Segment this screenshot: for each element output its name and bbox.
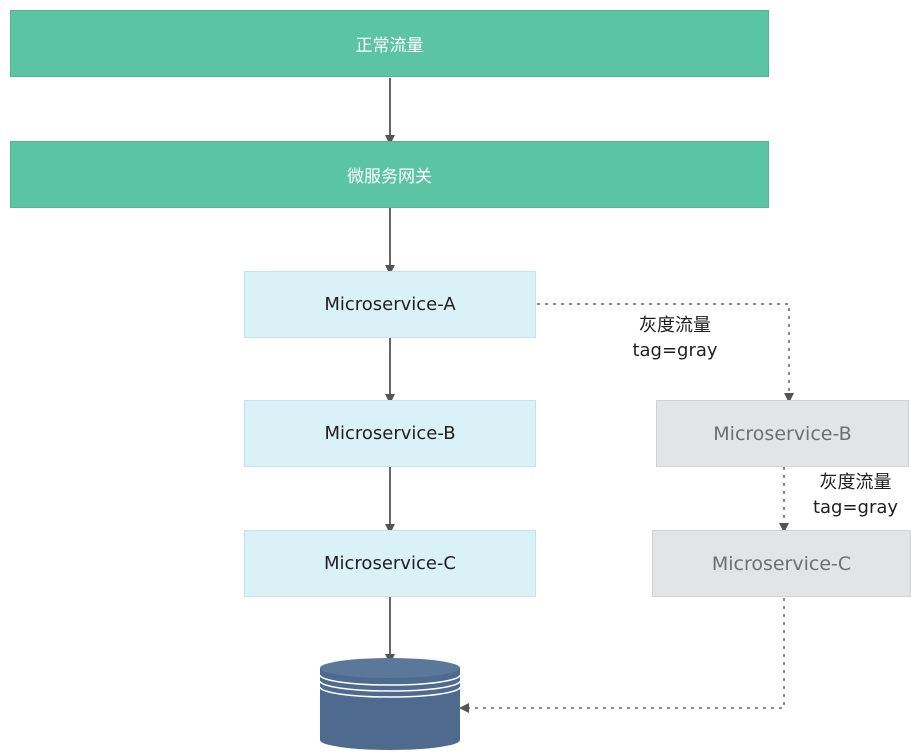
dotted-gray-c-to-db xyxy=(459,598,785,713)
gray-microservice-b-label: Microservice-B xyxy=(713,422,852,445)
gray-tag-text-1: tag=gray xyxy=(632,340,718,361)
microservice-b-box: Microservice-B xyxy=(244,400,536,467)
gray-traffic-text-2: 灰度流量 xyxy=(819,472,892,493)
microservice-a-label: Microservice-A xyxy=(324,294,456,315)
microservice-c-label: Microservice-C xyxy=(324,553,456,574)
gray-microservice-c-box: Microservice-C xyxy=(652,530,911,597)
microservice-c-box: Microservice-C xyxy=(244,530,536,597)
microservice-a-box: Microservice-A xyxy=(244,271,536,338)
gray-traffic-label-2: 灰度流量 tag=gray xyxy=(800,470,911,520)
gray-microservice-c-label: Microservice-C xyxy=(711,552,852,575)
dotted-a-to-gray-b xyxy=(537,303,794,403)
gray-traffic-label-1: 灰度流量 tag=gray xyxy=(620,313,730,363)
normal-traffic-label: 正常流量 xyxy=(355,36,424,56)
gateway-label: 微服务网关 xyxy=(347,167,432,187)
database-icon xyxy=(319,658,461,750)
gateway-bar: 微服务网关 xyxy=(10,141,769,208)
normal-traffic-bar: 正常流量 xyxy=(10,10,769,77)
microservice-b-label: Microservice-B xyxy=(324,423,456,444)
gray-tag-text-2: tag=gray xyxy=(812,497,899,518)
gray-microservice-b-box: Microservice-B xyxy=(656,400,909,467)
gray-traffic-text-1: 灰度流量 xyxy=(639,315,711,336)
